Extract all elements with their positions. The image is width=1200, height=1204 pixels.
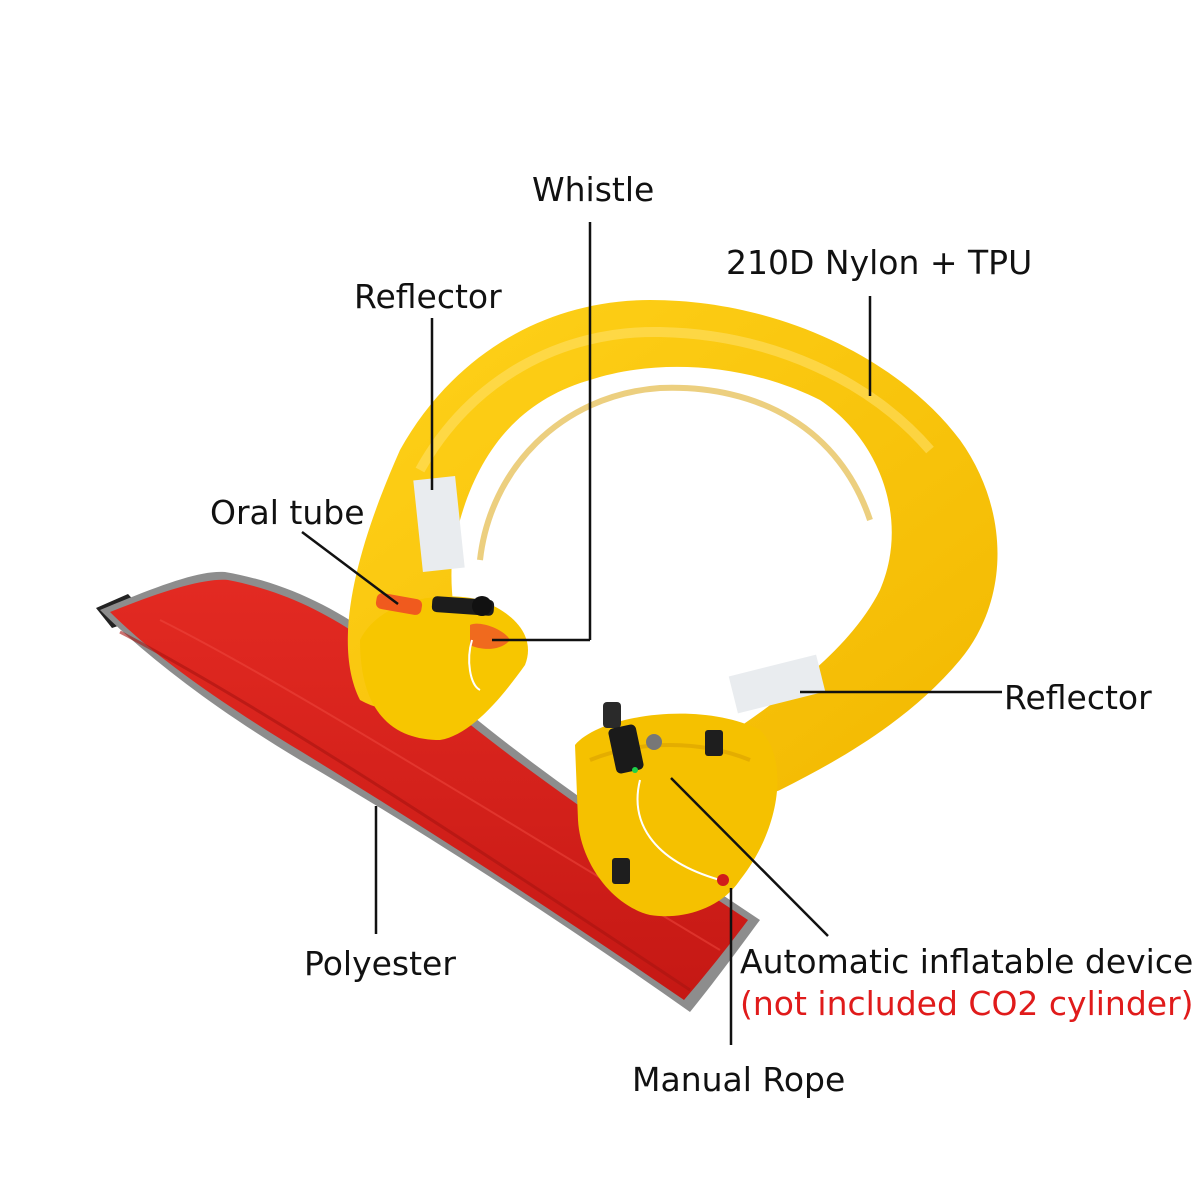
leader-lines <box>301 222 1002 1045</box>
reflector-patches <box>413 476 826 714</box>
whistle-label: Whistle <box>532 170 655 209</box>
reflector-left-label: Reflector <box>354 277 502 316</box>
yellow-bladder <box>347 300 998 917</box>
material-label: 210D Nylon + TPU <box>726 243 1033 282</box>
auto-device-label: Automatic inflatable device <box>740 942 1194 981</box>
oral-tube-and-whistle <box>375 593 510 691</box>
oral-tube-label: Oral tube <box>210 493 365 532</box>
manual-rope-label: Manual Rope <box>632 1060 846 1099</box>
inflation-device <box>603 702 729 886</box>
auto-device-note: (not included CO2 cylinder) <box>740 984 1194 1023</box>
polyester-label: Polyester <box>304 944 456 983</box>
reflector-right-label: Reflector <box>1004 678 1152 717</box>
